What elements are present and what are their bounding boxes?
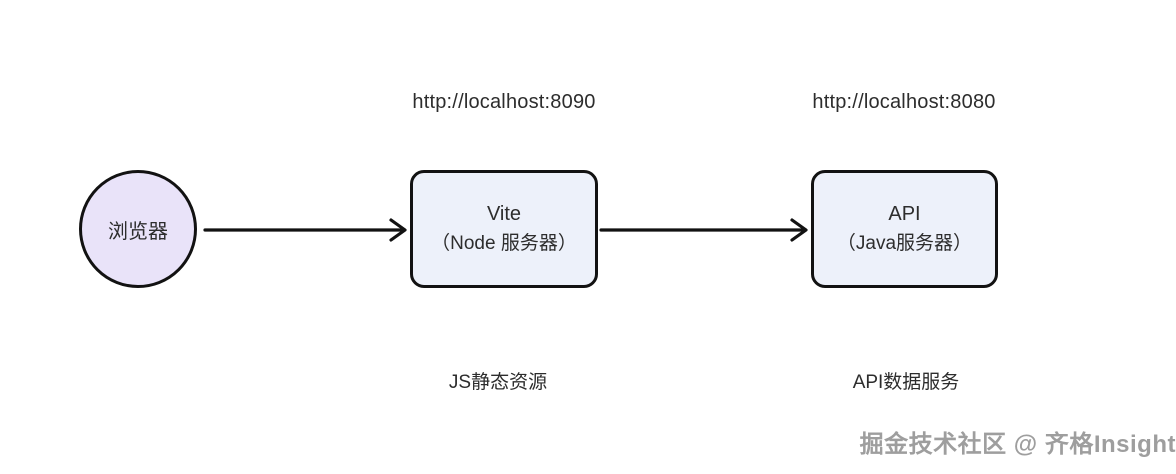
api-caption: API数据服务 <box>852 372 960 393</box>
node-browser: 浏览器 <box>79 170 197 288</box>
vite-url-label: http://localhost:8090 <box>412 91 596 113</box>
node-browser-label: 浏览器 <box>108 220 168 243</box>
node-api-title: API <box>888 203 921 225</box>
node-api-server: API （Java服务器） <box>811 170 998 288</box>
arrow-browser-to-vite <box>203 218 407 242</box>
arrow-vite-to-api <box>599 218 808 242</box>
node-api-subtitle: （Java服务器） <box>836 233 973 254</box>
node-vite-subtitle: （Node 服务器） <box>431 233 577 254</box>
node-vite-server: Vite （Node 服务器） <box>410 170 598 288</box>
api-url-label: http://localhost:8080 <box>812 91 996 113</box>
watermark: 掘金技术社区 @ 齐格Insight <box>859 431 1176 458</box>
node-vite-title: Vite <box>486 203 522 225</box>
vite-caption: JS静态资源 <box>448 372 548 393</box>
